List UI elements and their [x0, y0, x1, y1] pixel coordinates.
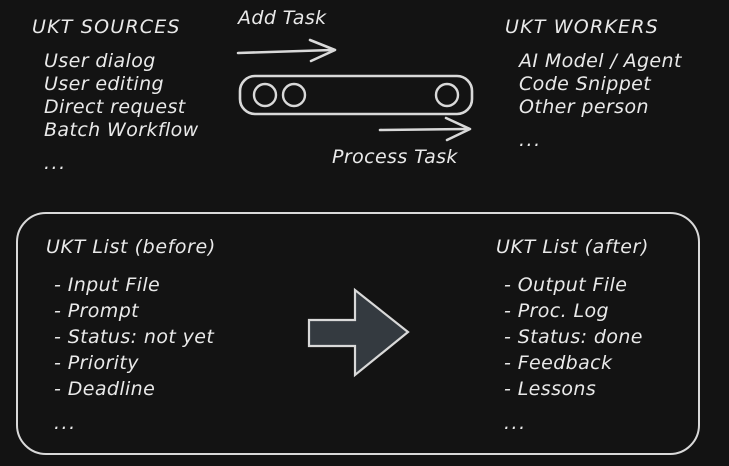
list-item: AI Model / Agent [519, 50, 682, 72]
list-item: - Priority [54, 352, 139, 374]
list-item: - Deadline [54, 378, 156, 400]
ukt-workers-title: UKT WORKERS [505, 16, 659, 38]
list-item: - Output File [504, 274, 628, 296]
list-item: Direct request [44, 96, 186, 118]
list-item: - Input File [54, 274, 161, 296]
ukt-list-before-title: UKT List (before) [46, 236, 216, 258]
list-item: Other person [519, 96, 649, 118]
queue-slot-circle [252, 82, 278, 108]
ellipsis-more: ... [44, 152, 67, 174]
ukt-list-before-column: UKT List (before) - Input File - Prompt … [46, 236, 216, 436]
ukt-workers-list: AI Model / Agent Code Snippet Other pers… [505, 50, 682, 152]
list-item: User editing [44, 73, 165, 95]
ukt-list-after-items: - Output File - Proc. Log - Status: done… [496, 272, 649, 436]
ellipsis-more: ... [519, 129, 542, 151]
list-item: - Proc. Log [504, 300, 609, 322]
list-item: Batch Workflow [44, 119, 199, 141]
list-item: - Lessons [504, 378, 597, 400]
process-task-label: Process Task [332, 146, 458, 168]
list-item: - Status: done [504, 326, 643, 348]
list-item: - Status: not yet [54, 326, 215, 348]
ukt-sources-column: UKT SOURCES User dialog User editing Dir… [32, 16, 199, 175]
ellipsis-more: ... [54, 412, 77, 434]
list-item: - Feedback [504, 352, 613, 374]
ukt-list-after-column: UKT List (after) - Output File - Proc. L… [496, 236, 649, 436]
queue-box [238, 74, 474, 116]
task-queue-illustration [236, 38, 474, 142]
ukt-sources-title: UKT SOURCES [32, 16, 181, 38]
ukt-list-panel: UKT List (before) - Input File - Prompt … [16, 212, 700, 455]
ukt-list-after-title: UKT List (after) [496, 236, 649, 258]
ukt-workers-column: UKT WORKERS AI Model / Agent Code Snippe… [505, 16, 682, 152]
list-item: - Prompt [54, 300, 140, 322]
ukt-sources-list: User dialog User editing Direct request … [32, 50, 199, 175]
queue-slot-circle [434, 82, 460, 108]
ellipsis-more: ... [504, 412, 527, 434]
block-arrow-right-icon [307, 287, 410, 378]
list-item: Code Snippet [519, 73, 652, 95]
list-item: User dialog [44, 50, 156, 72]
queue-slot-circle [281, 82, 307, 108]
process-task-arrow-icon [378, 116, 472, 142]
task-queue-group: Add Task Process Task [232, 2, 482, 174]
ukt-list-before-items: - Input File - Prompt - Status: not yet … [46, 272, 216, 436]
add-task-label: Add Task [238, 7, 327, 29]
add-task-arrow-icon [236, 38, 337, 63]
